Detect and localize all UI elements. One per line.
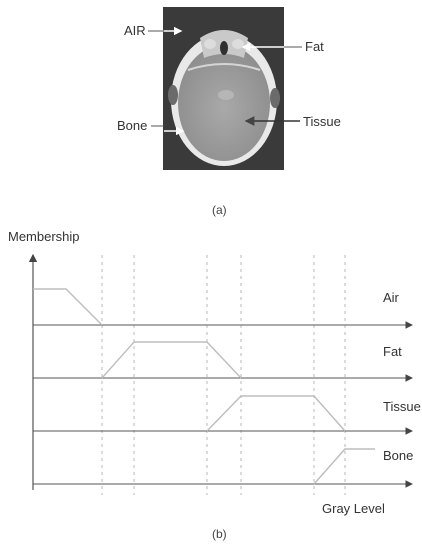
label-air: AIR <box>124 23 146 38</box>
row-label-air: Air <box>383 290 400 305</box>
eye-right <box>232 39 244 49</box>
caption-b: (b) <box>212 527 227 541</box>
grid-lines <box>102 255 345 495</box>
curve-fat <box>102 342 241 378</box>
caption-a: (a) <box>212 203 227 217</box>
right-ear <box>270 88 280 108</box>
curve-air <box>33 289 102 325</box>
baselines <box>33 325 412 484</box>
eye-left <box>204 39 216 49</box>
brain-tissue <box>178 45 270 161</box>
membership-curves <box>33 289 375 484</box>
x-axis-label: Gray Level <box>322 501 385 516</box>
row-label-tissue: Tissue <box>383 399 421 414</box>
y-axis-label: Membership <box>8 229 80 244</box>
label-tissue: Tissue <box>303 114 341 129</box>
curve-tissue <box>207 396 345 431</box>
bright-spot <box>218 90 234 100</box>
row-label-fat: Fat <box>383 344 402 359</box>
label-fat: Fat <box>305 39 324 54</box>
ct-image <box>163 7 284 170</box>
label-bone: Bone <box>117 118 147 133</box>
left-ear <box>168 85 178 105</box>
row-label-bone: Bone <box>383 448 413 463</box>
nasal-cavity <box>220 41 228 55</box>
